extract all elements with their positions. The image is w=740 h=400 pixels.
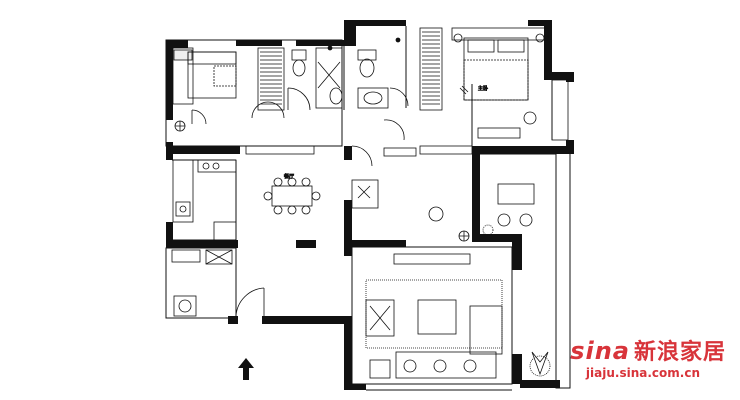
walls: [166, 20, 574, 390]
corridor: [245, 101, 473, 167]
watermark-logo: sina: [570, 337, 630, 365]
dining-label: 餐厅: [284, 173, 294, 180]
bathroom-right: [357, 37, 409, 109]
wardrobe-master: [419, 27, 443, 111]
master-bedroom: 主卧: [451, 27, 569, 141]
bathroom-left: [287, 45, 343, 111]
master-bed-label: 主卧: [478, 85, 488, 92]
watermark-brand-text: 新浪家居: [633, 340, 726, 365]
dining-area: 餐厅: [263, 173, 321, 215]
watermark-url: jiaju.sina.com.cn: [585, 366, 700, 380]
balcony: [482, 183, 551, 377]
entrance: [235, 287, 265, 317]
arrow-up-icon: [238, 358, 254, 380]
kitchen: [172, 159, 237, 241]
laundry: [171, 249, 233, 317]
bedroom-left: [172, 47, 285, 132]
study: [351, 179, 470, 242]
living-room: [365, 253, 503, 379]
